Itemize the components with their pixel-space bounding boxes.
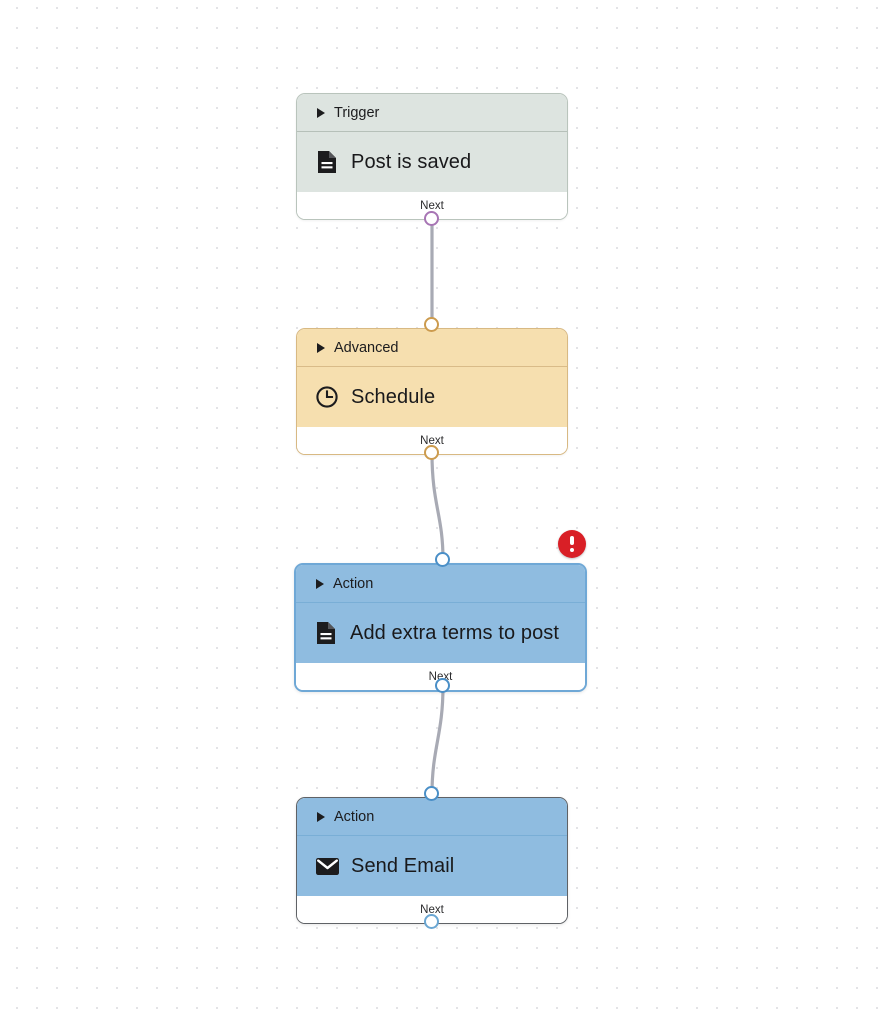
document-icon [314, 149, 340, 175]
edge-advanced-to-action1 [430, 451, 445, 562]
node-trigger-post-is-saved[interactable]: Trigger Post is saved Next [296, 93, 568, 220]
node-title: Add extra terms to post [350, 621, 560, 644]
node-header-advanced[interactable]: Advanced [297, 329, 567, 366]
exclamation-icon [570, 536, 574, 552]
chevron-right-icon[interactable] [317, 342, 325, 353]
handle-action1-input[interactable] [435, 552, 450, 567]
chevron-right-icon[interactable] [317, 107, 325, 118]
node-header-trigger[interactable]: Trigger [297, 94, 567, 131]
node-category-label: Action [333, 575, 374, 592]
node-title: Post is saved [351, 150, 472, 173]
handle-action2-output[interactable] [424, 914, 439, 929]
handle-action1-output[interactable] [435, 678, 450, 693]
handle-trigger-output[interactable] [424, 211, 439, 226]
edge-action1-to-action2 [430, 684, 445, 796]
chevron-right-icon[interactable] [316, 578, 324, 589]
error-badge[interactable] [558, 530, 586, 558]
node-divider [297, 131, 567, 132]
node-advanced-schedule[interactable]: Advanced Schedule Next [296, 328, 568, 455]
node-body-advanced[interactable]: Schedule [297, 367, 567, 427]
node-body-trigger[interactable]: Post is saved [297, 132, 567, 192]
node-body-action[interactable]: Send Email [297, 836, 567, 896]
node-title: Send Email [351, 854, 455, 877]
node-category-label: Trigger [334, 104, 380, 121]
node-footer-label: Next [420, 903, 444, 916]
handle-action2-input[interactable] [424, 786, 439, 801]
node-header-action[interactable]: Action [296, 565, 585, 602]
node-header-action[interactable]: Action [297, 798, 567, 835]
node-category-label: Advanced [334, 339, 399, 356]
handle-advanced-output[interactable] [424, 445, 439, 460]
node-divider [297, 835, 567, 836]
node-divider [296, 602, 585, 603]
node-category-label: Action [334, 808, 375, 825]
node-title: Schedule [351, 385, 436, 408]
clock-icon [314, 384, 340, 410]
document-icon [313, 620, 339, 646]
chevron-right-icon[interactable] [317, 811, 325, 822]
envelope-icon [314, 853, 340, 879]
node-body-action[interactable]: Add extra terms to post [296, 603, 585, 663]
node-footer-label: Next [420, 434, 444, 447]
node-action-send-email[interactable]: Action Send Email Next [296, 797, 568, 924]
node-action-add-extra-terms[interactable]: Action Add extra terms to post Next [294, 563, 587, 692]
handle-advanced-input[interactable] [424, 317, 439, 332]
node-divider [297, 366, 567, 367]
node-footer-label: Next [420, 199, 444, 212]
